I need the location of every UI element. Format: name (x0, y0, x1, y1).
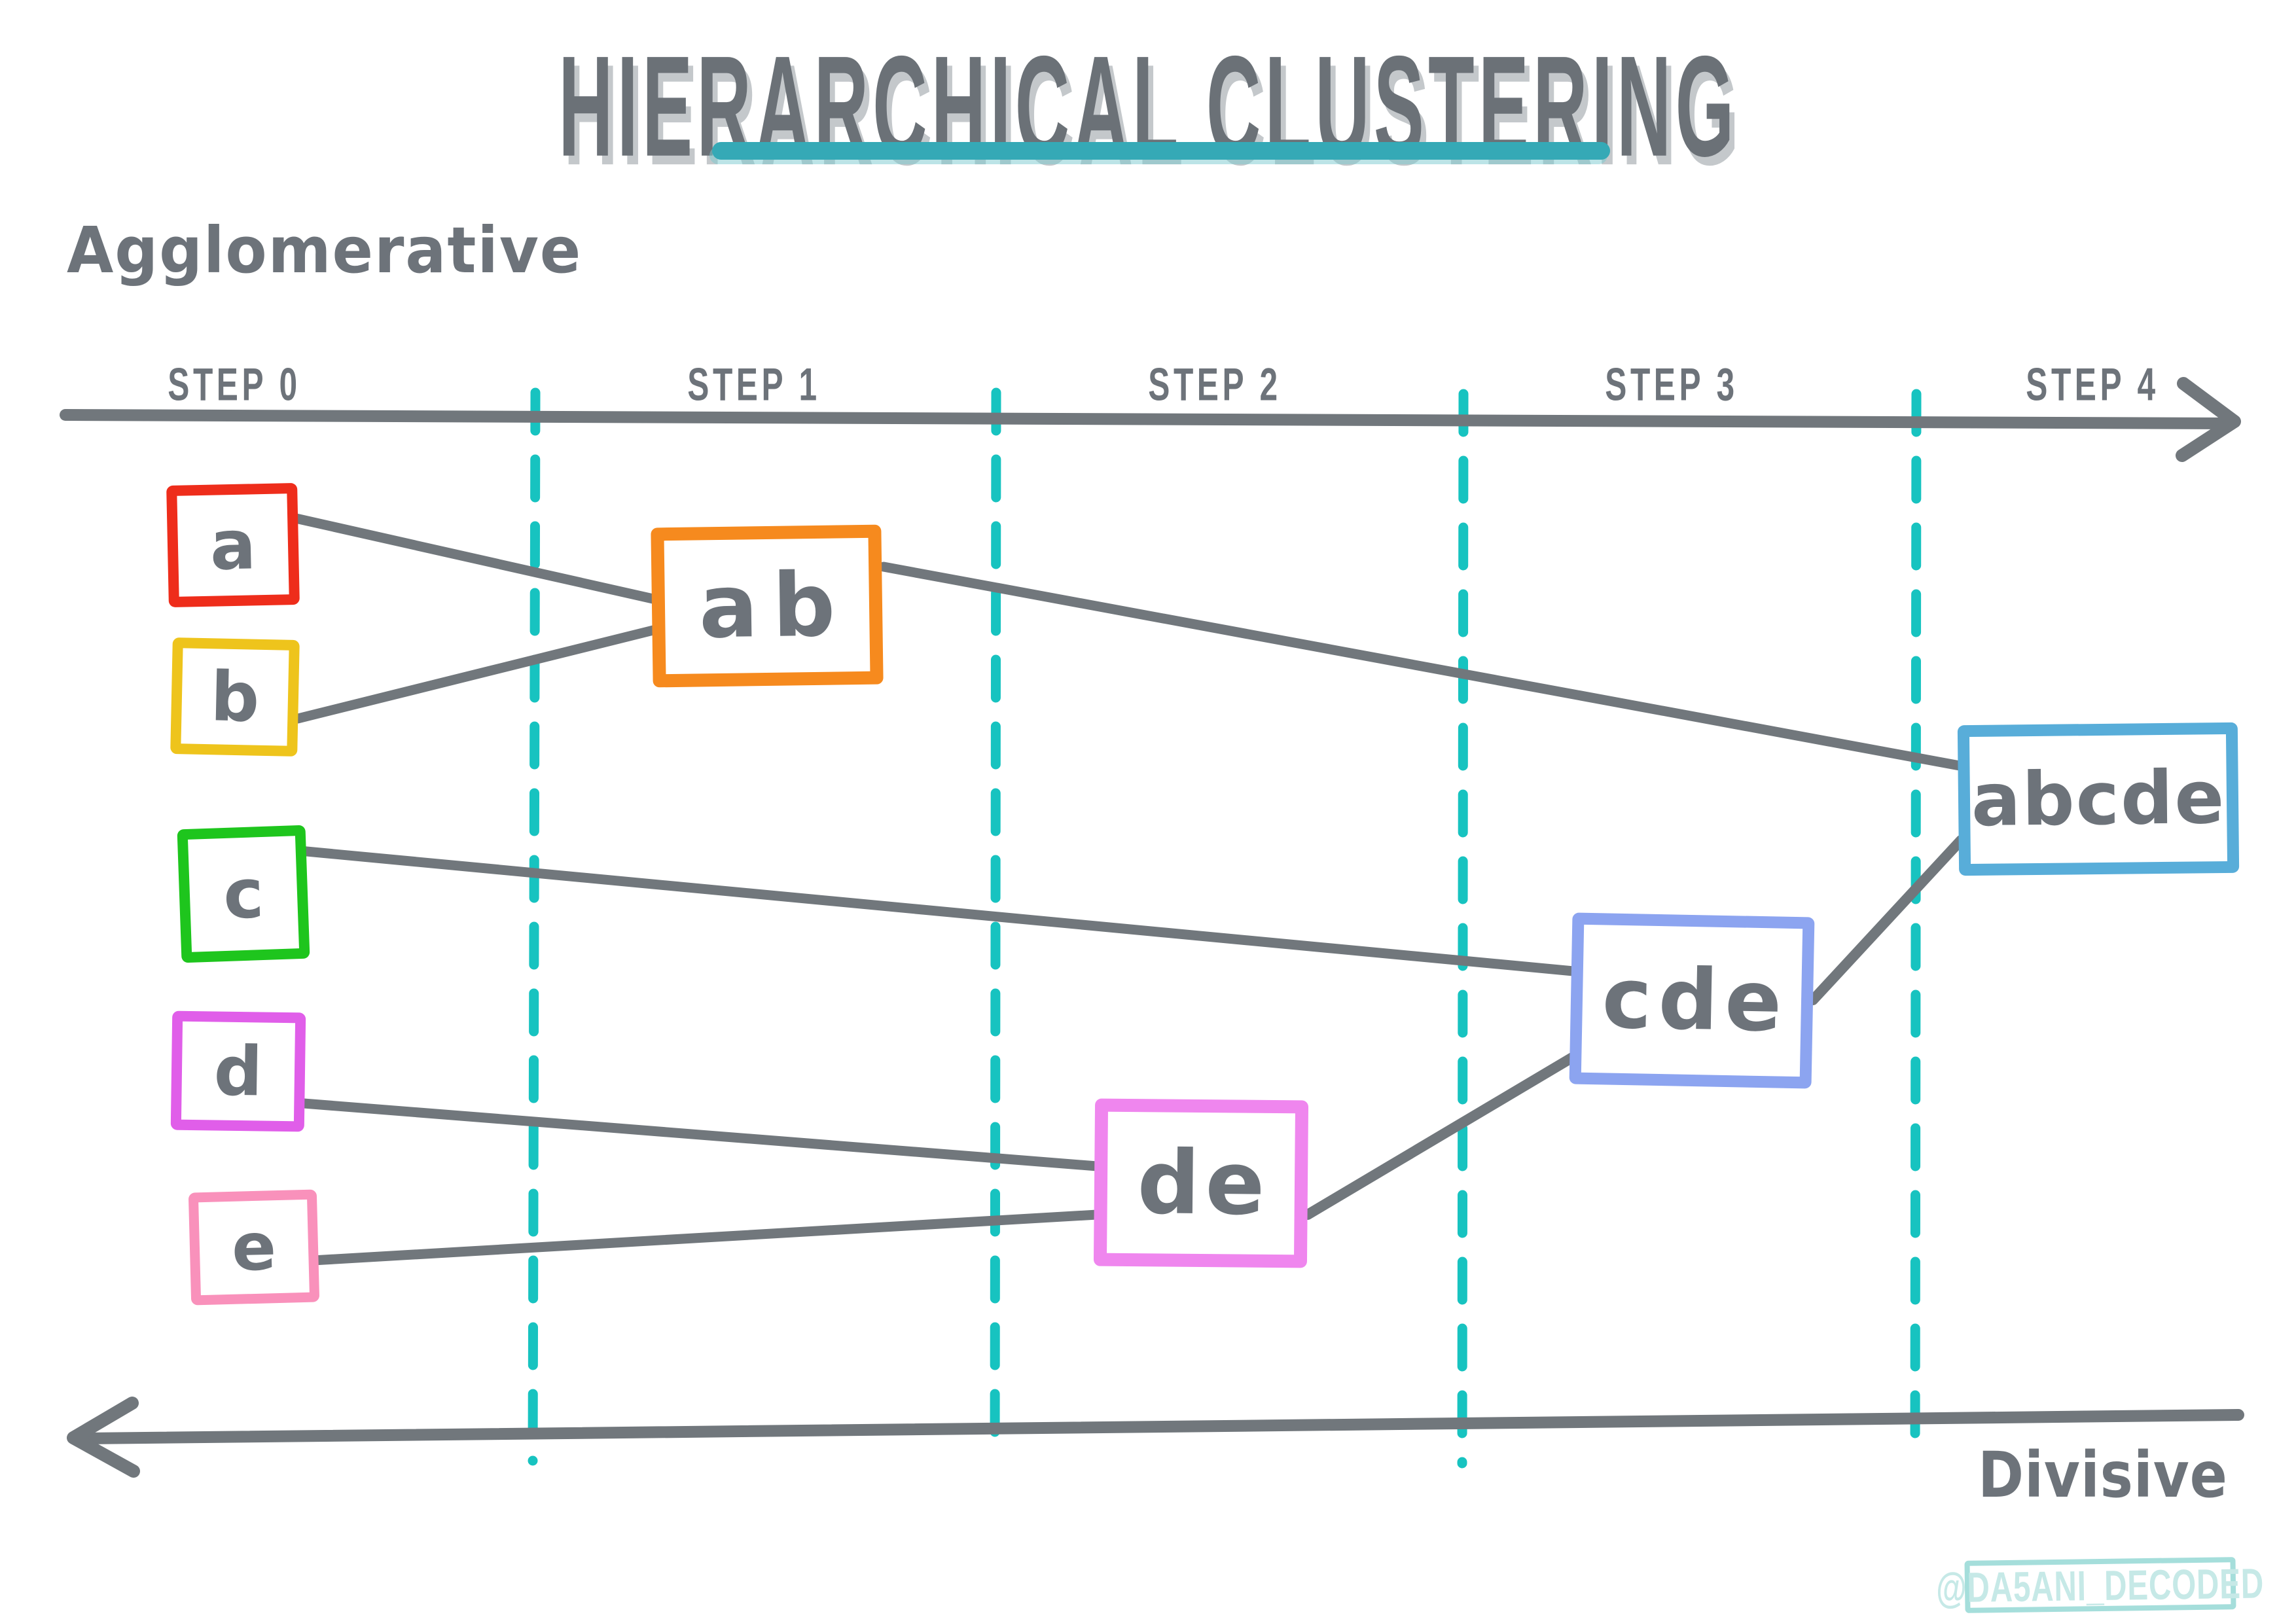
edge-cde-abcde (1808, 835, 1966, 1005)
edge-c-cde (295, 846, 1579, 976)
edge-e-de (308, 1209, 1102, 1266)
watermark-text: @DA5ANI_DECODED (1936, 1559, 2265, 1611)
node-e: e (188, 1189, 320, 1306)
node-b: b (170, 637, 300, 757)
node-d: d (170, 1010, 306, 1132)
watermark-box: @DA5ANI_DECODED (1936, 1557, 2265, 1613)
edge-d-de (298, 1098, 1102, 1171)
agglomerative-axis-line (60, 409, 2231, 429)
edge-ab-abcde (878, 562, 1965, 771)
page-title-wrap: HIERARCHICAL CLUSTERING (0, 25, 2296, 187)
step-label-2: STEP 2 (1148, 359, 1282, 411)
node-ab: ab (651, 524, 884, 688)
page-title: HIERARCHICAL CLUSTERING (558, 26, 1738, 187)
step-label-4: STEP 4 (2026, 359, 2159, 411)
node-abcde: abcde (1957, 722, 2240, 876)
node-cde: cde (1569, 912, 1815, 1089)
agglomerative-axis-arrowhead (2176, 377, 2241, 462)
title-underline (712, 142, 1610, 160)
step-divider-1 (528, 387, 541, 1466)
step-divider-2 (990, 387, 1001, 1463)
divisive-axis-arrowhead (67, 1397, 140, 1478)
step-label-0: STEP 0 (168, 359, 301, 411)
step-label-3: STEP 3 (1605, 359, 1738, 411)
step-label-1: STEP 1 (687, 359, 821, 411)
divisive-axis-line (81, 1409, 2244, 1444)
node-c: c (177, 825, 310, 963)
step-divider-3 (1457, 389, 1469, 1469)
edge-b-ab (293, 624, 661, 724)
edge-de-cde (1302, 1052, 1577, 1220)
divisive-label: Divisive (1978, 1438, 2228, 1512)
edge-a-ab (291, 513, 661, 605)
node-a: a (166, 482, 300, 608)
agglomerative-label: Agglomerative (67, 213, 583, 287)
node-de: de (1093, 1098, 1309, 1268)
step-divider-4 (1910, 389, 1922, 1465)
